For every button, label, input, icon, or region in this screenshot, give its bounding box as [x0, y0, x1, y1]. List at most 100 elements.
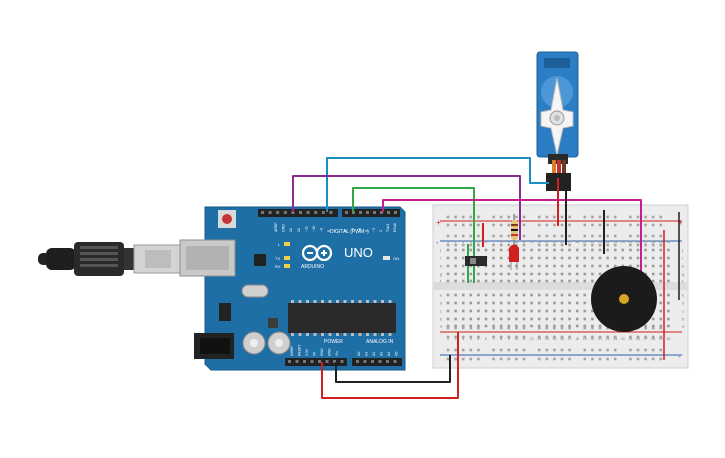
rail-hole	[636, 335, 640, 339]
breadboard-hole	[499, 317, 503, 321]
rail-hole	[499, 243, 503, 247]
rail-hole	[659, 243, 663, 247]
row-letter: a	[440, 324, 443, 329]
rail-hole	[606, 215, 609, 219]
chip-pin	[291, 333, 294, 336]
column-number: 20	[590, 240, 594, 244]
header-pin	[356, 360, 359, 363]
row-letter: a	[682, 324, 685, 329]
breadboard-hole	[598, 272, 602, 276]
breadboard-hole	[560, 293, 564, 297]
rail-hole	[644, 348, 647, 352]
rail-hole	[629, 243, 632, 247]
breadboard-hole	[553, 324, 556, 328]
chip-pin	[321, 333, 324, 336]
pin-label: 2	[379, 230, 383, 232]
chip-pin	[381, 333, 384, 336]
rail-hole	[629, 223, 632, 227]
breadboard-hole	[461, 264, 465, 268]
header-pin	[393, 360, 397, 363]
rail-hole	[568, 326, 571, 330]
breadboard-hole	[667, 324, 670, 328]
power-pin-label: 5V	[313, 351, 317, 356]
rail-hole	[446, 357, 450, 361]
rail-hole	[461, 234, 465, 238]
column-number: 3	[462, 337, 464, 341]
breadboard-hole	[575, 248, 579, 252]
breadboard-hole	[469, 301, 473, 305]
breadboard-hole	[553, 264, 556, 268]
wire-red-5v	[321, 332, 459, 399]
rail-hole	[537, 326, 541, 330]
center-channel	[433, 282, 688, 290]
breadboard-hole	[530, 248, 533, 252]
rail-hole	[545, 357, 549, 361]
column-number: 18	[575, 337, 579, 341]
column-number: 25	[628, 337, 632, 341]
column-number: 30	[666, 240, 670, 244]
column-number: 21	[598, 240, 602, 244]
breadboard-hole	[613, 248, 617, 252]
breadboard-hole	[492, 264, 495, 268]
breadboard-hole	[583, 272, 587, 276]
rail-hole	[446, 335, 450, 339]
column-number: 6	[485, 337, 487, 341]
breadboard-hole	[537, 301, 541, 305]
power-pin-label: 3.3V	[305, 348, 309, 356]
rail-hole	[454, 223, 457, 227]
slide-switch-icon	[465, 256, 487, 266]
breadboard-hole	[515, 317, 518, 321]
breadboard-hole	[598, 324, 602, 328]
rail-hole	[606, 234, 609, 238]
column-number: 3	[462, 240, 464, 244]
breadboard-hole	[575, 293, 579, 297]
arduino-logo	[301, 244, 333, 262]
breadboard-hole	[507, 272, 511, 276]
header-pin	[380, 211, 383, 214]
rail-hole	[568, 348, 571, 352]
breadboard-hole	[492, 301, 495, 305]
header-pin	[340, 360, 344, 363]
breadboard-hole	[629, 256, 632, 260]
rail-hole	[492, 243, 495, 247]
breadboard-hole	[499, 324, 503, 328]
breadboard-hole	[507, 256, 511, 260]
breadboard-hole	[553, 309, 556, 313]
rail-hole	[560, 326, 564, 330]
breadboard-hole	[507, 301, 511, 305]
header-pin	[329, 211, 333, 214]
breadboard-hole	[591, 324, 594, 328]
column-number: 11	[522, 240, 526, 244]
digital-header-label: DIGITAL (PWM~)	[330, 229, 369, 235]
breadboard-hole	[553, 293, 556, 297]
rail-hole	[477, 357, 480, 361]
row-letter: j	[681, 248, 683, 253]
breadboard-hole	[591, 317, 594, 321]
breadboard-hole	[446, 301, 450, 305]
rail-hole	[522, 326, 526, 330]
breadboard-hole	[522, 264, 526, 268]
rail-hole	[522, 348, 526, 352]
breadboard-hole	[461, 279, 465, 283]
rail-hole	[644, 234, 647, 238]
pin-label: 4	[365, 230, 369, 232]
rail-hole	[644, 215, 647, 219]
rail-hole	[477, 348, 480, 352]
rail-hole	[454, 215, 457, 219]
rail-hole	[446, 215, 450, 219]
wires	[292, 157, 680, 399]
breadboard-hole	[667, 301, 670, 305]
rail-hole	[591, 335, 594, 339]
rail-hole	[553, 357, 556, 361]
l-led	[284, 242, 290, 246]
rail-hole	[560, 243, 564, 247]
rail-hole	[553, 348, 556, 352]
chip-pin	[381, 300, 384, 303]
column-number: 11	[522, 337, 526, 341]
breadboard-hole	[454, 293, 457, 297]
rail-hole	[461, 326, 465, 330]
rail-hole	[545, 243, 549, 247]
breadboard-hole	[454, 256, 457, 260]
pin-label: 7	[344, 230, 348, 232]
rail-hole	[591, 223, 594, 227]
